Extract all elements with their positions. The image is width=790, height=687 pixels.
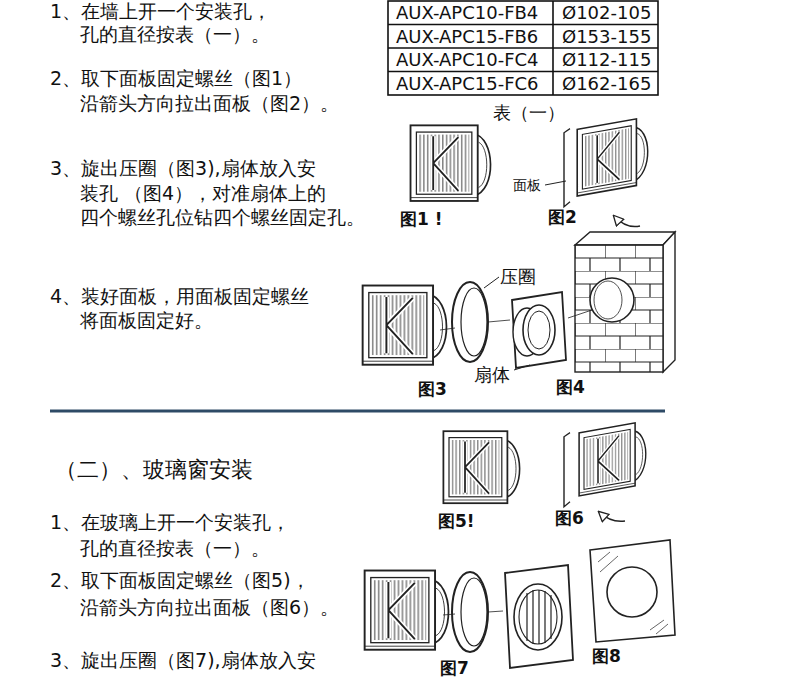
part-name: 面板 (513, 176, 541, 194)
part-name: 压圈 (500, 266, 536, 288)
instruction-text: 2、取下面板固定螺丝（图5)， 沿箭头方向拉出面板（图6）。 (50, 567, 345, 621)
table-cell: Ø112-115 (562, 48, 651, 72)
part-name: 扇体 (474, 364, 510, 386)
section-heading: （二）、玻璃窗安装 (55, 455, 253, 485)
table-cell: AUX-APC10-FC4 (396, 48, 539, 72)
figure-label: 图1 ! (400, 209, 443, 229)
table-cell: Ø153-155 (562, 25, 651, 49)
table-caption: 表（一） (493, 102, 565, 124)
table-cell: AUX-APC15-FC6 (396, 72, 539, 96)
figure-label: 图8 (592, 646, 621, 666)
figure-label: 图5! (438, 511, 475, 531)
instruction-text: 3、旋出压圈（图3),扇体放入安 装孔 （图4），对准扇体上的 四个螺丝孔位钻四… (50, 156, 340, 230)
instruction-text: 1、在玻璃上开一个安装孔， 孔的直径按表（一）。 (50, 509, 300, 561)
figure-label: 图2 (548, 207, 577, 227)
figure-label: 图6 (555, 508, 584, 528)
instruction-text: 1、在墙上开一个安装孔， 孔的直径按表（一）。 (50, 0, 300, 46)
figure-label: 图3 (418, 379, 447, 399)
instruction-text: 4、装好面板，用面板固定螺丝 将面板固定好。 (50, 284, 325, 332)
instruction-text: 2、取下面板固定螺丝（图1） 沿箭头方向拉出面板（图2）。 (50, 66, 345, 116)
figure-label: 图4 (556, 377, 585, 397)
figure-label: 图7 (440, 658, 469, 678)
instruction-text: 3、旋出压圈（图7),扇体放入安 (50, 648, 316, 672)
table-cell: Ø102-105 (562, 1, 651, 25)
table-cell: Ø162-165 (562, 72, 651, 96)
table-cell: AUX-APC15-FB6 (396, 25, 538, 49)
table-cell: AUX-APC10-FB4 (396, 1, 538, 25)
